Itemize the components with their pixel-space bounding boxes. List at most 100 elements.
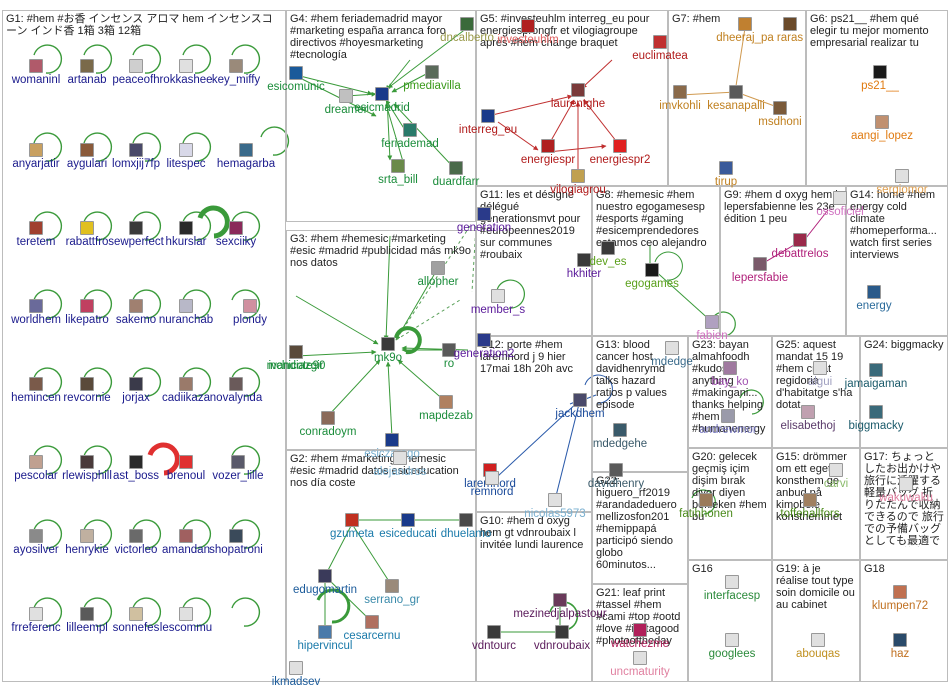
avatar-icon: [80, 607, 94, 621]
node-label: klumpen72: [871, 600, 929, 612]
avatar-icon: [773, 101, 787, 115]
avatar-icon: [80, 455, 94, 469]
avatar-icon: [699, 493, 713, 507]
avatar-icon: [601, 241, 615, 255]
group-box-g25: [772, 336, 860, 448]
node-label: fatihhonen: [679, 508, 733, 520]
node-label: generation: [456, 222, 512, 234]
node-label: aangi_lopez: [850, 130, 914, 142]
group-box-g6: [806, 10, 948, 186]
node-label: sergiomor: [876, 184, 928, 196]
avatar-icon: [633, 623, 647, 637]
node-label: nuranchab: [158, 314, 214, 326]
avatar-icon: [725, 633, 739, 647]
node-label: mdedgehe: [592, 438, 648, 450]
group-label-g10: G10: #hem d oxyg hem gt vdnroubaix l inv…: [480, 515, 584, 551]
node-label: serrano_gr: [364, 594, 420, 606]
node-label: plondy: [233, 314, 267, 326]
avatar-icon: [401, 513, 415, 527]
avatar-icon: [673, 85, 687, 99]
node-label: revcornie: [63, 392, 111, 404]
node-label: elisabethoj: [780, 420, 836, 432]
node-label: litespec: [166, 158, 206, 170]
avatar-icon: [829, 463, 843, 477]
group-box-g4: [286, 10, 476, 222]
node-label: sewperfect: [108, 236, 164, 248]
avatar-icon: [80, 529, 94, 543]
avatar-icon: [29, 221, 43, 235]
avatar-icon: [289, 66, 303, 80]
node-label: energiespr2: [589, 154, 651, 166]
node-label: investeuhlm: [497, 34, 559, 46]
node-label: uncmaturity: [610, 666, 670, 678]
avatar-icon: [239, 143, 253, 157]
node-label: hemincen: [11, 392, 61, 404]
node-label: worldhem: [11, 314, 61, 326]
node-label: generation2: [453, 348, 515, 360]
avatar-icon: [129, 143, 143, 157]
avatar-icon: [873, 65, 887, 79]
avatar-icon: [365, 615, 379, 629]
group-box-g13: [592, 336, 688, 472]
avatar-icon: [723, 361, 737, 375]
group-label-g8: G8: #hemesic #hem nuestro egogamesesp #e…: [596, 189, 707, 249]
node-label: mapdezab: [419, 410, 473, 422]
avatar-icon: [633, 651, 647, 665]
node-label: rlewisphill: [62, 470, 112, 482]
node-label: ossoficiel: [816, 206, 864, 218]
node-label: artanab: [67, 74, 107, 86]
avatar-icon: [541, 139, 555, 153]
avatar-icon: [403, 123, 417, 137]
avatar-icon: [243, 299, 257, 313]
group-box-g3: [286, 230, 476, 450]
avatar-icon: [129, 221, 143, 235]
avatar-icon: [665, 341, 679, 355]
node-label: mdedge: [651, 356, 693, 368]
node-label: ps21__: [861, 80, 899, 92]
avatar-icon: [442, 343, 456, 357]
group-label-g18: G18: [864, 563, 885, 575]
avatar-icon: [179, 455, 193, 469]
avatar-icon: [29, 455, 43, 469]
group-label-g1: G1: #hem #お香 インセンス アロマ hem インセンスコーン インド香…: [6, 13, 273, 37]
avatar-icon: [179, 59, 193, 73]
node-label: lepersfabie: [731, 272, 789, 284]
node-label: haz: [890, 648, 910, 660]
group-box-g14: [846, 186, 948, 336]
node-label: energiespr: [520, 154, 576, 166]
avatar-icon: [893, 633, 907, 647]
avatar-icon: [289, 661, 303, 675]
avatar-icon: [875, 115, 889, 129]
node-label: mezinedjalpastour: [513, 608, 607, 620]
node-label: frreferenc: [11, 622, 61, 634]
avatar-icon: [571, 169, 585, 183]
node-label: ro: [443, 358, 455, 370]
avatar-icon: [793, 233, 807, 247]
group-box-g24: [860, 336, 948, 448]
node-label: cadiikaza: [162, 392, 210, 404]
avatar-icon: [869, 363, 883, 377]
avatar-icon: [811, 633, 825, 647]
group-box-g11: [476, 186, 592, 336]
avatar-icon: [783, 17, 797, 31]
avatar-icon: [459, 513, 473, 527]
avatar-icon: [393, 451, 407, 465]
avatar-icon: [653, 35, 667, 49]
node-label: srta_bill: [378, 174, 418, 186]
group-label-g17: G17: ちょっとしたお出かけや旅行に活躍する軽量バッグ 折りたたんで収納できる…: [864, 451, 944, 547]
node-label: esicomunic: [267, 81, 325, 93]
node-label: womaninl: [11, 74, 61, 86]
avatar-icon: [339, 89, 353, 103]
node-label: aygulari: [66, 158, 108, 170]
avatar-icon: [80, 143, 94, 157]
node-label: hemagarba: [216, 158, 276, 170]
avatar-icon: [487, 625, 501, 639]
node-label: ayosilver: [13, 544, 59, 556]
node-label: mk9o: [373, 352, 403, 364]
avatar-icon: [645, 263, 659, 277]
group-box-g16: [688, 560, 772, 682]
node-label: nicolas5973: [524, 508, 586, 520]
node-label: cesarcernu: [343, 630, 401, 642]
avatar-icon: [229, 529, 243, 543]
